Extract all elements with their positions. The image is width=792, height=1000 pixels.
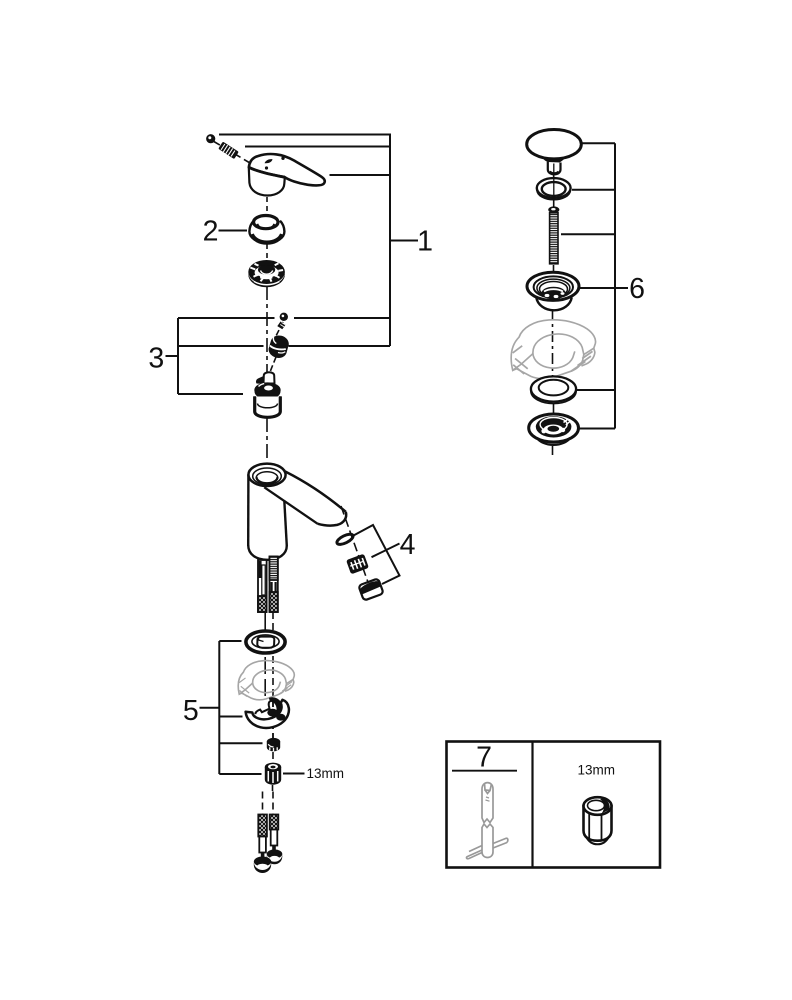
svg-text:7: 7	[476, 742, 492, 774]
svg-text:6: 6	[629, 273, 645, 305]
svg-text:13mm: 13mm	[577, 763, 615, 778]
svg-text:3: 3	[148, 343, 164, 375]
svg-text:1: 1	[417, 226, 433, 258]
svg-text:2: 2	[203, 216, 219, 248]
svg-text:5: 5	[183, 695, 199, 727]
svg-text:13mm: 13mm	[306, 766, 344, 781]
svg-text:4: 4	[400, 529, 416, 561]
